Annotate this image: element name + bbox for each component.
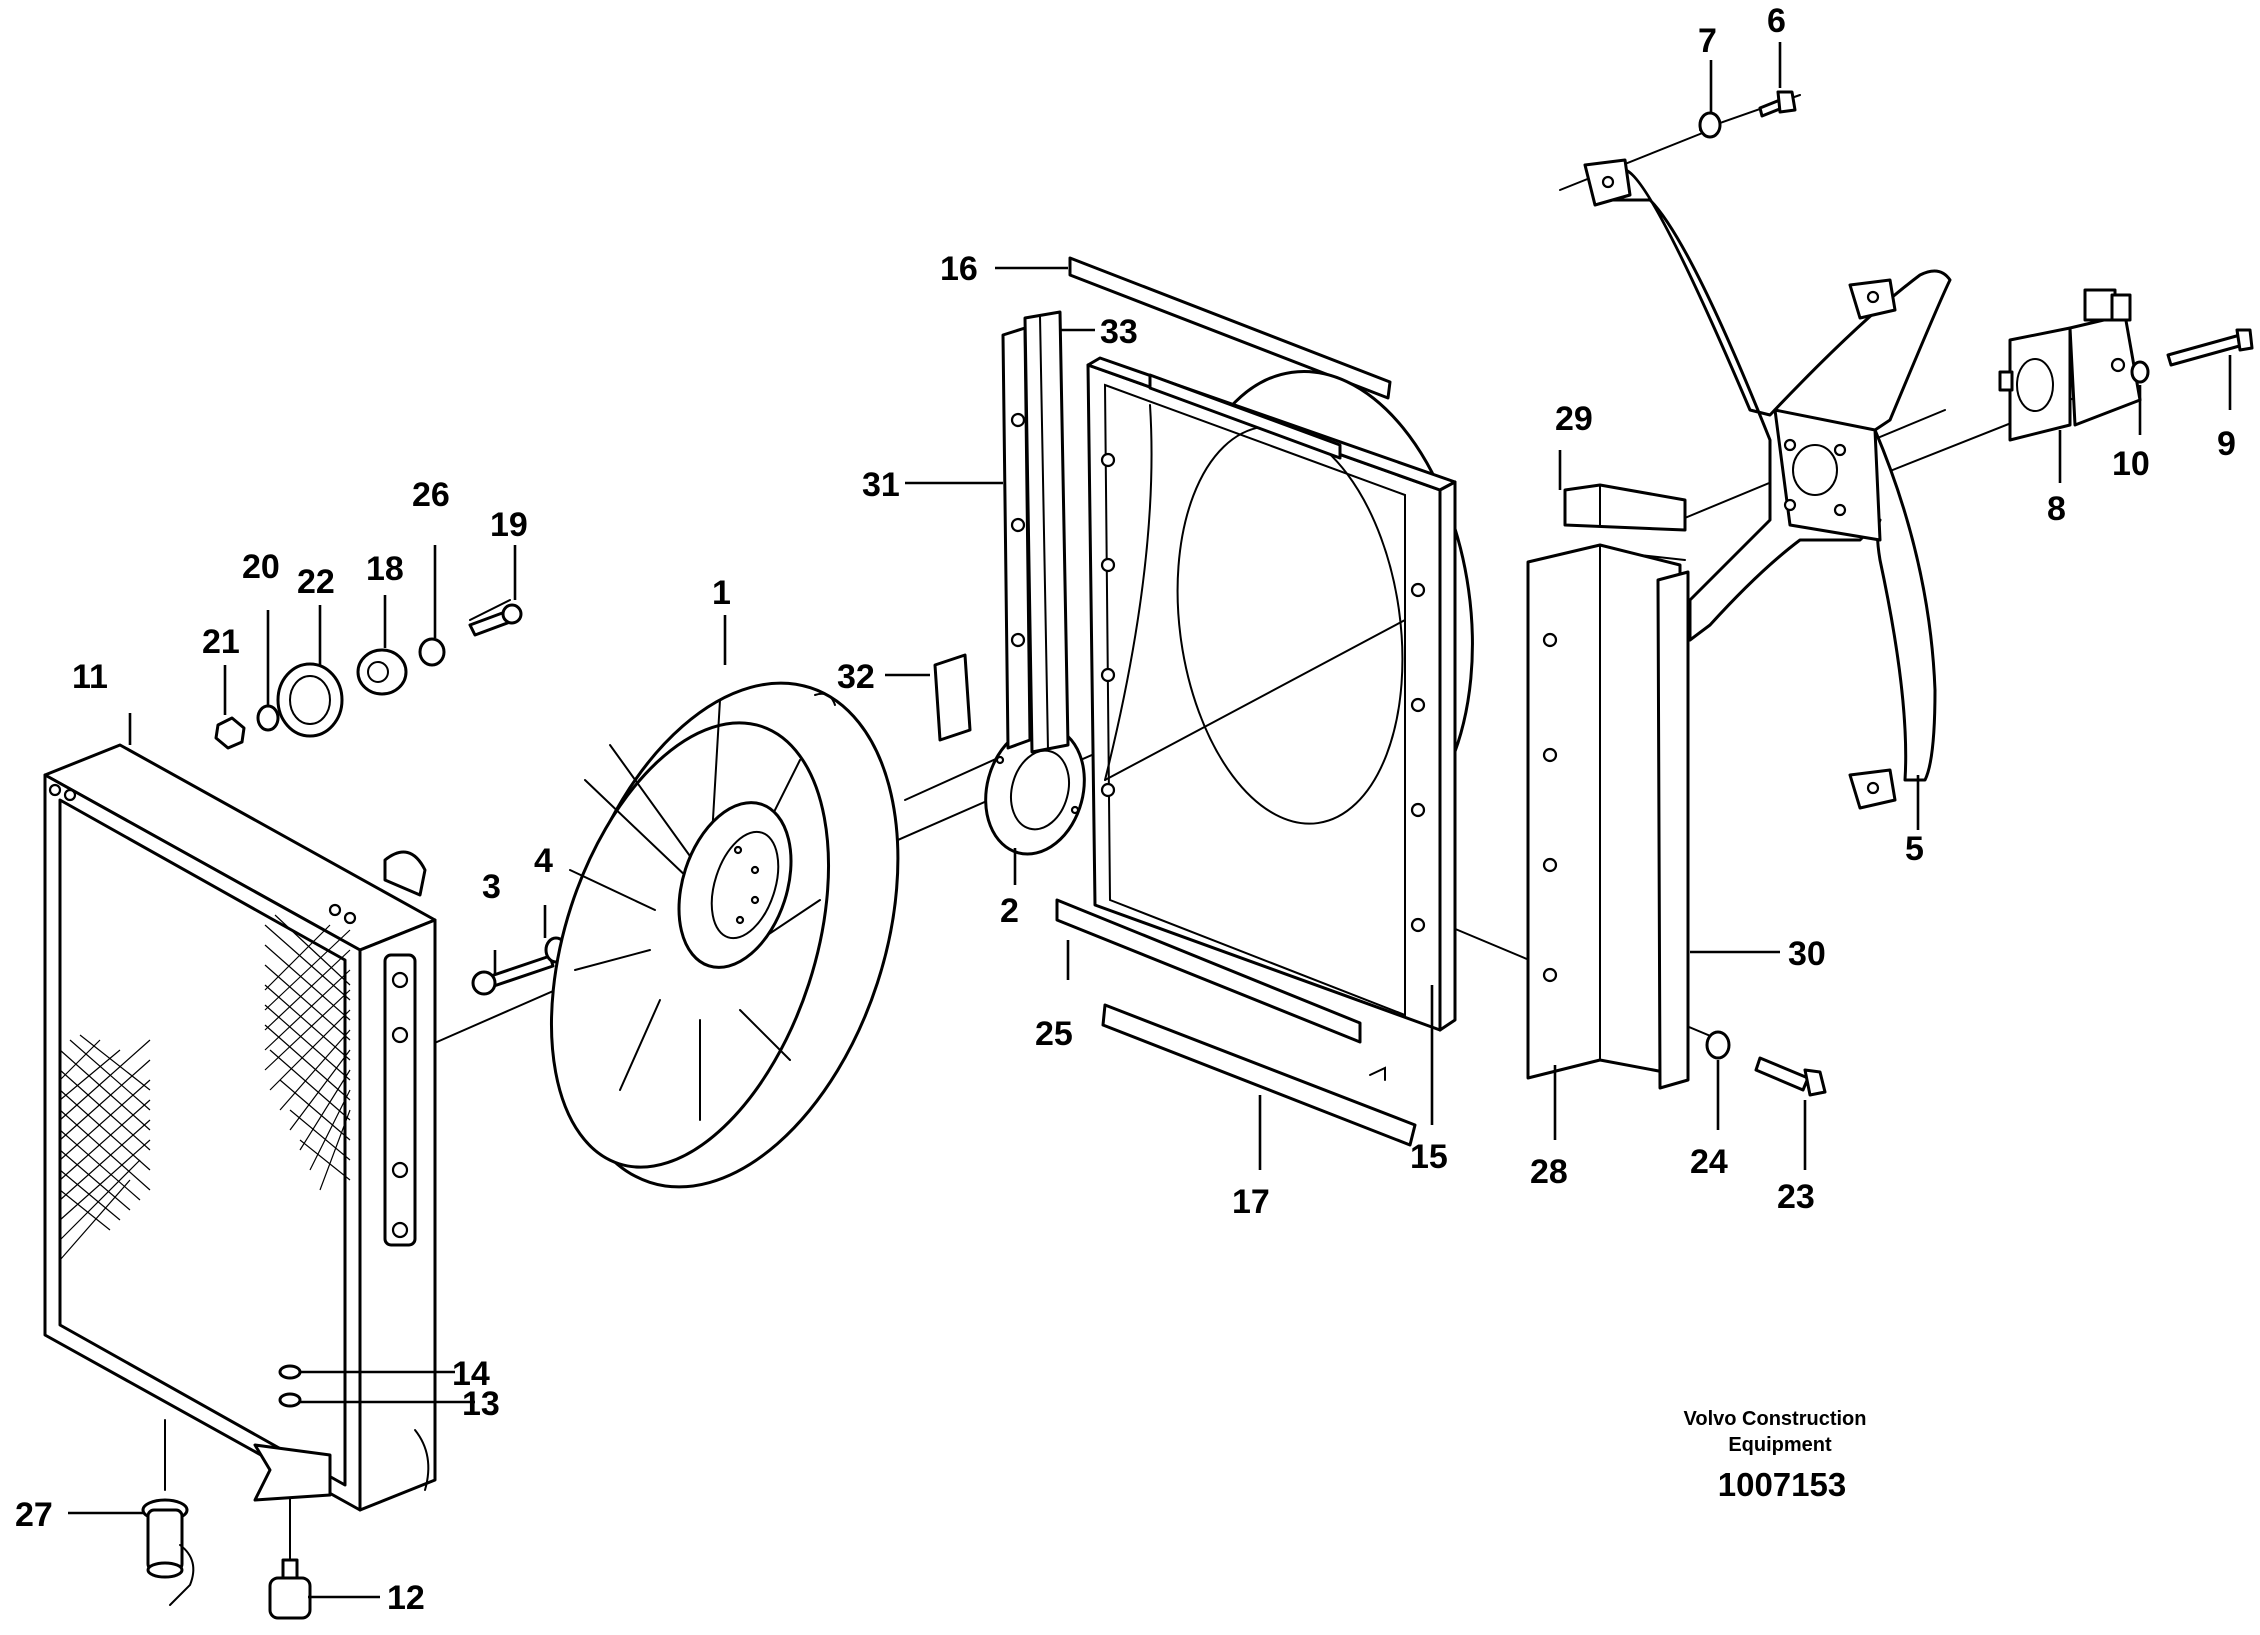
callout-23: 23 — [1777, 1178, 1815, 1216]
callout-27: 27 — [15, 1496, 53, 1534]
fan-hub-flange — [984, 724, 1086, 856]
callout-32: 32 — [837, 658, 875, 696]
panel-bolt-washer — [1705, 1030, 1827, 1097]
lower-seal-strip-17 — [1101, 1003, 1417, 1147]
side-panel — [1526, 543, 1682, 1080]
cooling-fan — [549, 681, 900, 1189]
diagram-credit: Volvo Construction Equipment 1007153 — [1684, 1408, 1867, 1503]
tensioner-stack — [214, 603, 523, 750]
callout-2: 2 — [1000, 892, 1019, 930]
side-strip-30 — [1656, 570, 1690, 1090]
callout-16: 16 — [940, 250, 978, 288]
document-number: 1007153 — [1718, 1466, 1846, 1503]
callout-4: 4 — [534, 842, 553, 880]
radiator-mesh — [59, 914, 351, 1261]
callout-33: 33 — [1100, 313, 1138, 351]
bottom-seal-strip-25 — [1055, 898, 1362, 1044]
credit-line-2: Equipment — [1728, 1434, 1832, 1456]
callout-14: 14 — [452, 1355, 490, 1393]
callout-5: 5 — [1905, 830, 1924, 868]
leader-lines — [68, 42, 2232, 1599]
callout-13: 13 — [462, 1385, 500, 1423]
callout-21: 21 — [202, 623, 240, 661]
mount-washers — [278, 1364, 302, 1408]
fan-bolt-washer — [471, 936, 568, 996]
callout-7: 7 — [1698, 22, 1717, 60]
callout-25: 25 — [1035, 1015, 1073, 1053]
callout-3: 3 — [482, 868, 501, 906]
callout-12: 12 — [387, 1579, 425, 1617]
radiator-core — [43, 743, 437, 1512]
callout-26: 26 — [412, 476, 450, 514]
vertical-strip-33 — [1023, 310, 1070, 754]
foam-block — [933, 653, 972, 742]
callout-6: 6 — [1767, 2, 1786, 40]
fan-shroud — [1086, 356, 1474, 1081]
vertical-seal-strip — [1001, 326, 1032, 750]
callout-17: 17 — [1232, 1183, 1270, 1221]
hydraulic-motor — [1998, 288, 2142, 442]
foam-pad — [1563, 483, 1687, 561]
top-seal-strip — [1068, 256, 1392, 400]
callout-9: 9 — [2217, 425, 2236, 463]
callout-10: 10 — [2112, 445, 2150, 483]
callout-20: 20 — [242, 548, 280, 586]
callout-15: 15 — [1410, 1138, 1448, 1176]
callout-31: 31 — [862, 466, 900, 504]
callout-19: 19 — [490, 506, 528, 544]
mounting-bracket — [1583, 158, 1952, 810]
bracket-bolt-washer — [1698, 90, 1797, 139]
callout-numbers: 1 2 3 4 5 6 7 8 9 10 11 12 13 14 15 16 1… — [15, 2, 2236, 1617]
callout-24: 24 — [1690, 1143, 1728, 1181]
callout-8: 8 — [2047, 490, 2066, 528]
callout-28: 28 — [1530, 1153, 1568, 1191]
drain-valve — [141, 1498, 195, 1606]
callout-11: 11 — [72, 658, 108, 696]
motor-bolt-washer — [2130, 328, 2254, 384]
credit-line-1: Volvo Construction — [1684, 1408, 1867, 1430]
callout-1: 1 — [712, 574, 731, 612]
callout-22: 22 — [297, 563, 335, 601]
rubber-mount — [268, 1558, 312, 1620]
callout-18: 18 — [366, 550, 404, 588]
callout-29: 29 — [1555, 400, 1593, 438]
callout-30: 30 — [1788, 935, 1826, 973]
